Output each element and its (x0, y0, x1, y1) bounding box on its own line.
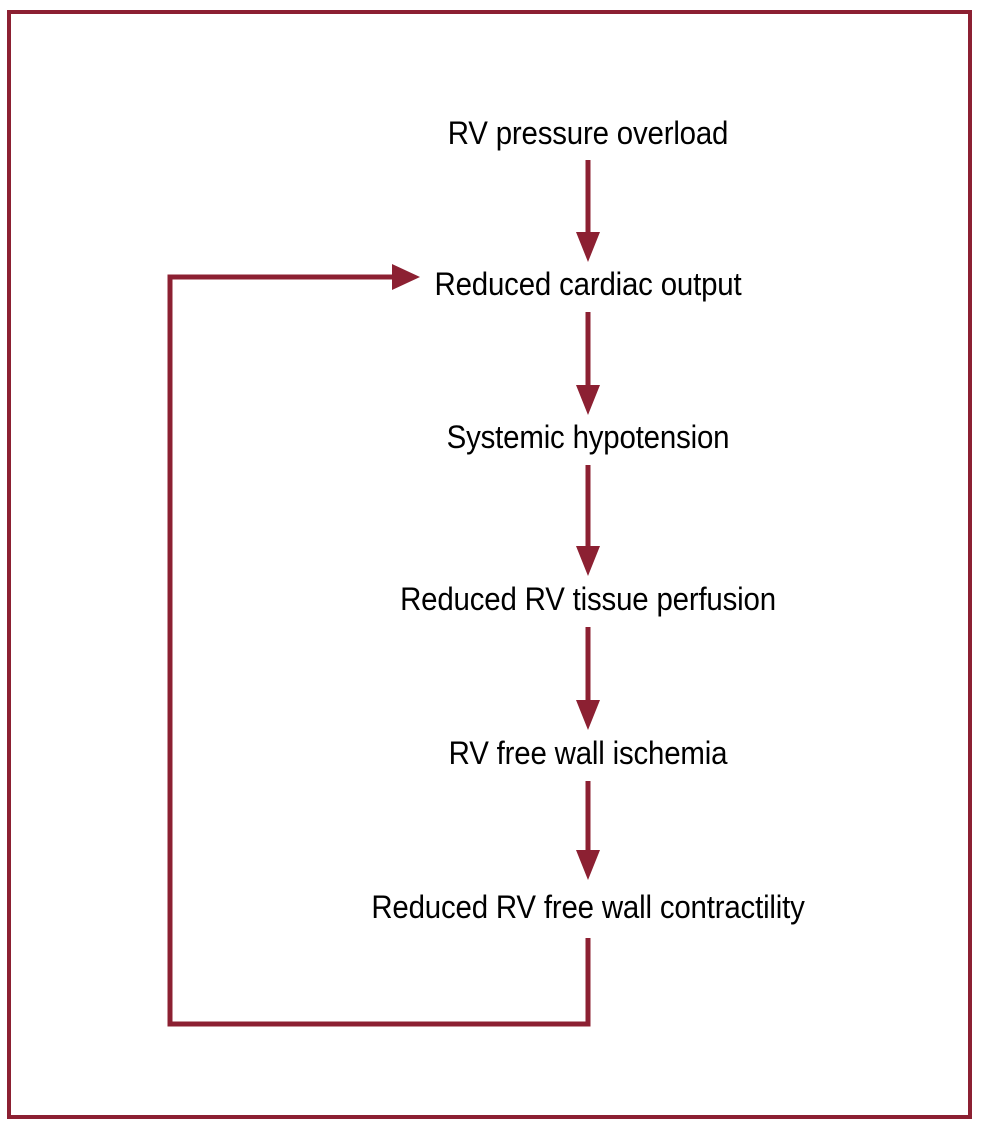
flow-node-reduced-rv-free-wall-contractility: Reduced RV free wall contractility (352, 891, 823, 923)
flow-node-label-text: Reduced RV free wall contractility (371, 889, 805, 925)
edge-n3-to-n4 (576, 465, 600, 576)
figure-border-frame (7, 10, 972, 1119)
flow-node-reduced-cardiac-output: Reduced cardiac output (421, 268, 755, 300)
flow-node-rv-free-wall-ischemia: RV free wall ischemia (437, 737, 740, 769)
flow-node-label-text: Reduced RV tissue perfusion (400, 581, 776, 617)
edge-n5-to-n6 (576, 781, 600, 880)
flow-node-label-text: RV free wall ischemia (448, 735, 728, 771)
edge-n2-to-n3 (576, 312, 600, 415)
flow-node-label-text: RV pressure overload (447, 115, 729, 151)
flow-node-systemic-hypotension: Systemic hypotension (434, 421, 741, 453)
flow-node-label-text: Reduced cardiac output (434, 266, 742, 302)
flow-node-label-text: Systemic hypotension (446, 419, 730, 455)
flow-node-reduced-rv-tissue-perfusion: Reduced RV tissue perfusion (384, 583, 792, 615)
edge-n4-to-n5 (576, 627, 600, 730)
edge-n1-to-n2 (576, 160, 600, 262)
flow-node-rv-pressure-overload: RV pressure overload (436, 117, 741, 149)
edge-n6-to-n2-feedback (167, 264, 591, 1027)
